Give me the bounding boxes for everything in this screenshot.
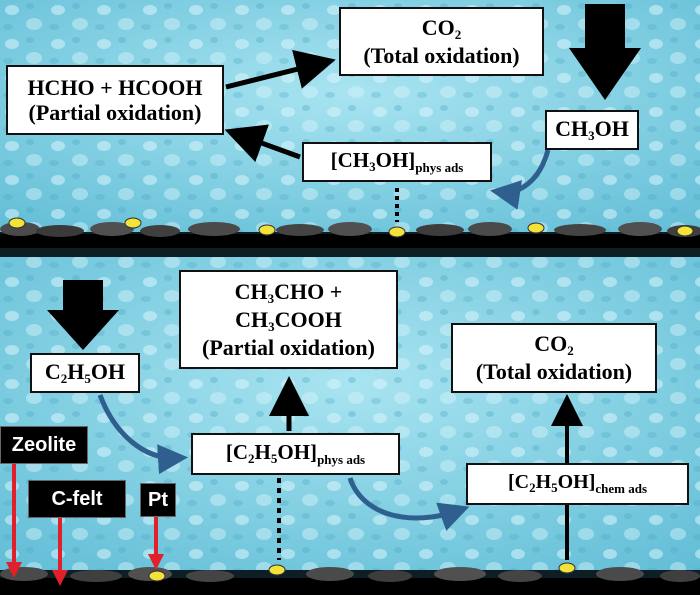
bottom-inflow-arrow [47, 280, 119, 350]
zeolite-label: Zeolite [0, 426, 88, 464]
bottom-pt-particles [148, 562, 576, 582]
top-catalyst-surface [0, 222, 700, 248]
bottom-co2-box: CO2 (Total oxidation) [451, 323, 657, 393]
pt-label: Pt [140, 483, 176, 517]
panel-divider [0, 247, 700, 257]
methanol-box: CH3OH [545, 110, 639, 150]
ethanol-box: C2H5OH [30, 353, 140, 393]
top-inflow-arrow [569, 4, 641, 100]
partial-to-co2-arrow [225, 49, 336, 90]
bottom-partial-oxidation-box: CH3CHO + CH3COOH (Partial oxidation) [179, 270, 398, 369]
ethanol-phys-ads-box: [C2H5OH]phys ads [191, 433, 400, 475]
ethanol-chem-ads-box: [C2H5OH]chem ads [466, 463, 689, 505]
legend-pointer-arrows [6, 462, 164, 586]
phys-to-chem-ads-curve [347, 477, 470, 531]
cfelt-label: C-felt [28, 480, 126, 518]
methanol-phys-ads-box: [CH3OH]phys ads [302, 142, 492, 182]
top-pt-particles [8, 217, 694, 238]
top-curved-adsorption-arrow [490, 149, 551, 210]
top-partial-oxidation-box: HCHO + HCOOH (Partial oxidation) [6, 65, 224, 135]
reactant-to-phys-ads-curve [97, 394, 188, 475]
phys-ads-to-partial-arrow [224, 124, 301, 163]
bottom-catalyst-surface [0, 567, 700, 595]
top-co2-box: CO2 (Total oxidation) [339, 7, 544, 76]
